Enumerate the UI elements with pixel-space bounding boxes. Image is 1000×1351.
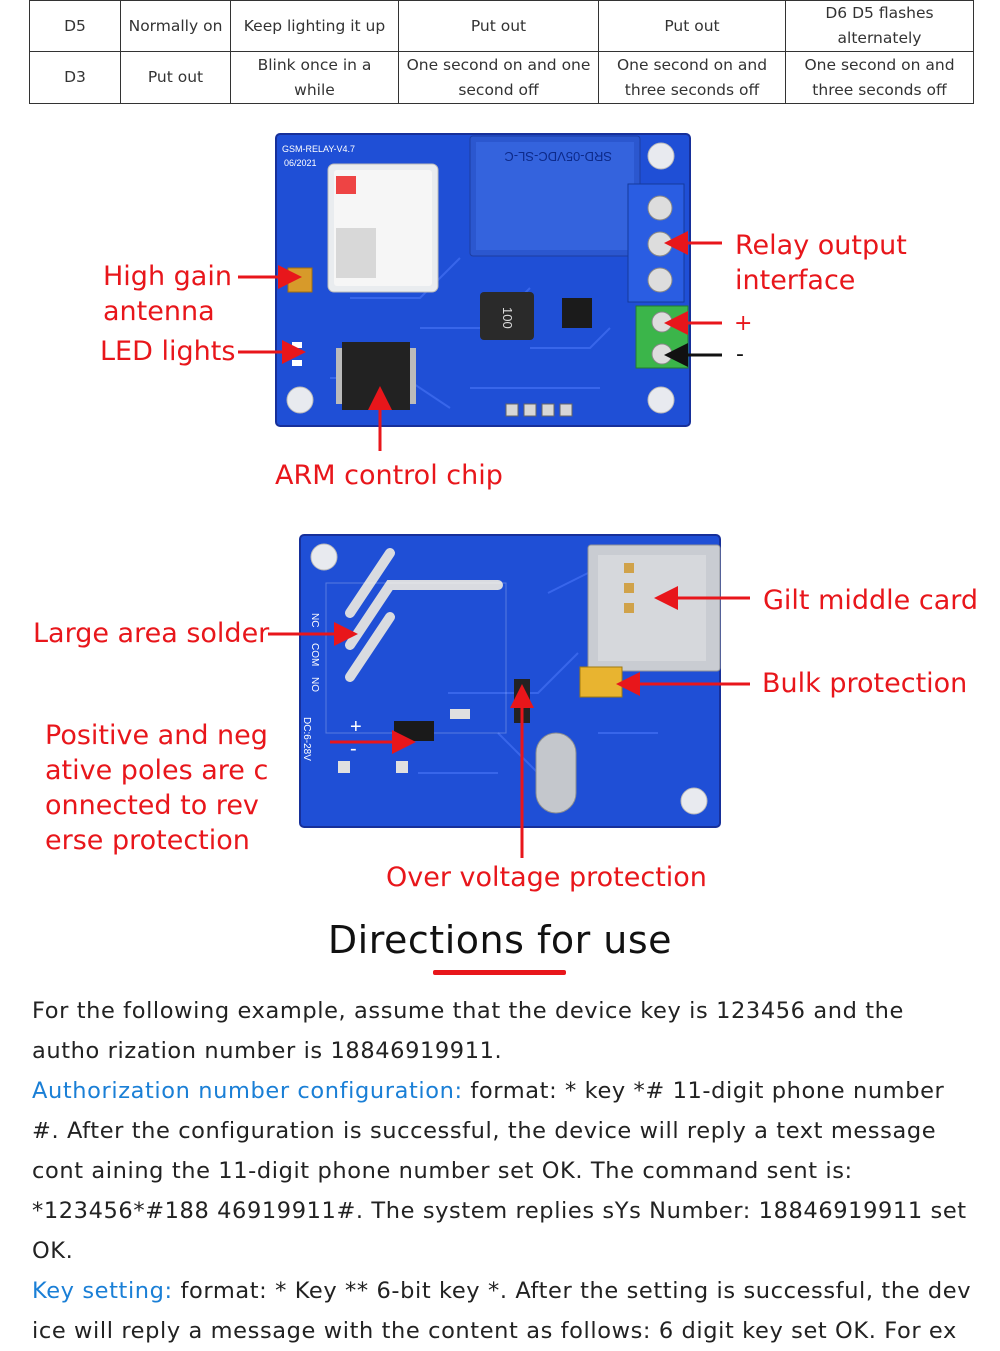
auth-heading: Authorization number configuration: (32, 1078, 463, 1104)
label-reverse-protection: Positive and neg ative poles are c onnec… (45, 718, 268, 858)
table-cell: D5 (29, 0, 121, 52)
label-reverse-line: ative poles are c (45, 755, 269, 786)
key-text: format: * Key ** 6-bit key *. After the … (32, 1278, 972, 1344)
svg-text:-: - (350, 738, 357, 760)
table-cell: One second on and three seconds off (785, 51, 974, 104)
directions-body: For the following example, assume that t… (32, 991, 977, 1351)
label-reverse-line: onnected to rev (45, 790, 259, 821)
table-cell: Put out (398, 0, 599, 52)
label-led-lights: LED lights (100, 336, 236, 367)
silk-com: COM (309, 643, 320, 666)
label-gilt-card: Gilt middle card (763, 585, 979, 616)
inductor-label: 100 (500, 307, 515, 329)
pcb-bottom-image: NC COM NO DC:6-28V + - (299, 534, 721, 828)
led-status-table: D5 Normally on Keep lighting it up Put o… (29, 0, 974, 104)
silkscreen-model: GSM-RELAY-V4.7 (282, 144, 355, 154)
label-plus: + (734, 311, 753, 336)
pcb-top-image: GSM-RELAY-V4.7 06/2021 SRD-05VDC-SL-C 10… (275, 133, 691, 427)
silk-no: NO (309, 677, 320, 692)
label-minus: - (736, 342, 744, 367)
table-cell: One second on and three seconds off (598, 51, 786, 104)
label-antenna: High gain antenna (103, 259, 232, 329)
label-relay-line: interface (735, 265, 856, 296)
auth-text: format: * key *# 11-digit phone number #… (32, 1078, 967, 1264)
label-over-voltage: Over voltage protection (386, 862, 707, 893)
silk-nc: NC (309, 613, 320, 627)
key-heading: Key setting: (32, 1278, 173, 1304)
svg-text:+: + (350, 716, 362, 738)
key-paragraph: Key setting: format: * Key ** 6-bit key … (32, 1271, 977, 1351)
label-relay-line: Relay output (735, 230, 907, 261)
label-arm-chip: ARM control chip (275, 460, 503, 491)
directions-intro: For the following example, assume that t… (32, 998, 904, 1064)
auth-paragraph: Authorization number configuration: form… (32, 1071, 977, 1271)
annotation-arrows (238, 231, 750, 858)
table-cell: Normally on (120, 0, 231, 52)
table-cell: D3 (29, 51, 121, 104)
table-cell: Blink once in a while (230, 51, 399, 104)
label-large-solder: Large area solder (33, 618, 270, 649)
label-reverse-line: erse protection (45, 825, 250, 856)
label-relay-output: Relay output interface (735, 228, 907, 298)
directions-title: Directions for use (327, 918, 673, 962)
silkscreen-date: 06/2021 (284, 158, 317, 168)
silk-voltage: DC:6-28V (301, 717, 312, 761)
label-antenna-line: antenna (103, 296, 215, 327)
table-cell: Put out (120, 51, 231, 104)
table-row: D5 Normally on Keep lighting it up Put o… (29, 0, 974, 52)
label-antenna-line: High gain (103, 261, 232, 292)
title-underline (433, 970, 566, 975)
label-bulk-protection: Bulk protection (762, 668, 968, 699)
label-reverse-line: Positive and neg (45, 720, 268, 751)
relay-label: SRD-05VDC-SL-C (504, 149, 612, 164)
table-cell: One second on and one second off (398, 51, 599, 104)
table-cell: D6 D5 flashes alternately (785, 0, 974, 52)
table-row: D3 Put out Blink once in a while One sec… (29, 51, 974, 104)
